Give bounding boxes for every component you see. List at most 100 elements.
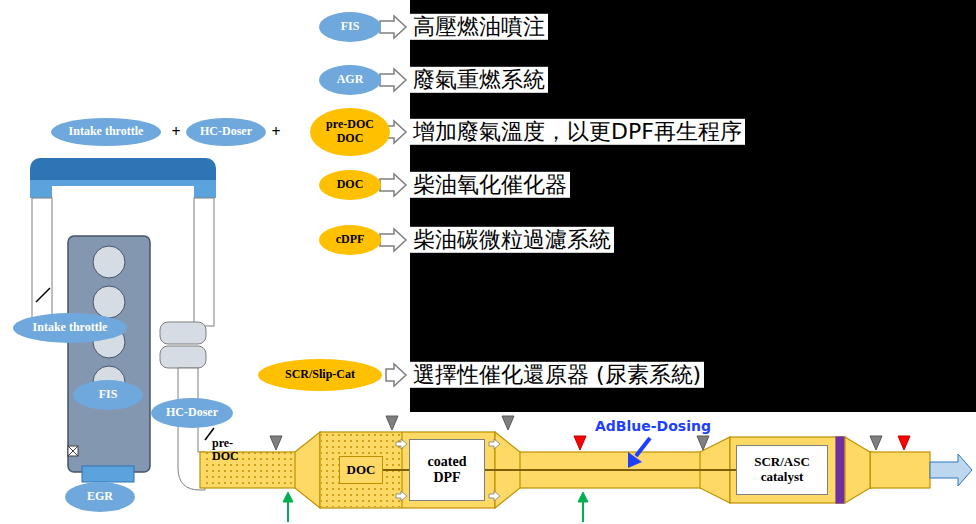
node-label: SCR/Slip-Cat [285, 368, 355, 382]
node-text-group: Intake throttle [69, 125, 144, 139]
engine-drawing [93, 286, 125, 318]
engine-drawing [93, 246, 125, 278]
double-arrow [380, 16, 406, 38]
double-arrow [380, 16, 406, 386]
engine-drawing [36, 288, 50, 302]
part-ellipse: Intake throttle [13, 313, 127, 343]
double-arrow [380, 69, 406, 91]
dosing-arrow [636, 438, 650, 456]
sensor-green [582, 500, 584, 522]
engine-drawing [160, 346, 206, 368]
engine-drawing [68, 236, 150, 472]
catalyst-ellipse: cDPF [319, 225, 381, 255]
node-label: SCR/ASC catalyst [745, 455, 819, 485]
exhaust-pipe [845, 437, 870, 503]
engine-drawing [82, 466, 134, 482]
dosing-label: AdBlue-Dosing [595, 418, 711, 435]
node-text-group: cDPF [336, 233, 365, 247]
catalyst-ellipse: DOC [319, 170, 381, 200]
doc-block: DOC [339, 456, 383, 484]
node-text-group: FIS [99, 388, 118, 402]
description-text: 高壓燃油噴注 [410, 14, 548, 40]
plus-sign: + [171, 122, 180, 141]
flow-arrow [396, 491, 407, 501]
node-text-group: HC-Doser [166, 406, 218, 420]
node-text-group: DOC [347, 463, 376, 478]
engine-drawing [52, 186, 194, 198]
exhaust-pipe [870, 452, 930, 488]
node-label: DOC [347, 463, 376, 478]
sensor-grey [870, 436, 882, 450]
catalyst-ellipse: SCR/Slip-Cat [258, 359, 382, 391]
exhaust-pipe [200, 432, 930, 508]
dosing-arrow [628, 438, 650, 468]
node-label: cDPF [336, 233, 365, 247]
engine-drawing [160, 322, 206, 344]
double-arrow [380, 229, 406, 251]
scr-block: SCR/ASC catalyst [736, 445, 828, 495]
black-panel [410, 0, 976, 412]
sensor-grey [502, 416, 514, 430]
engine-drawing [30, 180, 216, 198]
double-arrow [380, 174, 406, 196]
sensor-grey [270, 436, 282, 450]
sensor-grey [386, 416, 398, 430]
node-label: Intake throttle [33, 321, 108, 335]
node-label: DOC [337, 178, 364, 192]
node-text-group: HC-Doser [200, 125, 252, 139]
exhaust-pipe [320, 432, 495, 508]
node-label: coated DPF [416, 454, 478, 486]
node-label: EGR [87, 490, 113, 504]
pipe-connector [485, 469, 736, 471]
double-arrow [386, 364, 406, 386]
node-label: HC-Doser [200, 125, 252, 139]
part-ellipse: EGR [65, 482, 135, 512]
exhaust-pipe [836, 437, 844, 503]
flow-arrow [396, 439, 500, 501]
node-label: FIS [99, 388, 118, 402]
node-text-group: EGR [87, 490, 113, 504]
node-label: AGR [337, 73, 364, 87]
sensor-red [574, 436, 586, 450]
flow-arrow [489, 439, 500, 449]
flow-arrow [489, 491, 500, 501]
description-text: 廢氣重燃系統 [410, 67, 548, 93]
engine-drawing [68, 446, 78, 456]
system-ellipse: Intake throttle [51, 118, 161, 146]
system-ellipse: FIS [319, 12, 381, 42]
engine-drawing [194, 198, 214, 326]
sensor-red [898, 436, 910, 450]
sensor-grey [697, 436, 709, 450]
pipe-connector [383, 469, 409, 471]
node-text-group: SCR/Slip-Cat [285, 368, 355, 382]
node-text-group: SCR/ASC catalyst [745, 455, 819, 485]
node-text-group: DOC [337, 178, 364, 192]
description-text: 柴油碳微粒過濾系統 [410, 227, 614, 253]
description-text: 柴油氧化催化器 [410, 172, 570, 198]
description-text: 增加廢氣溫度，以更DPF再生程序 [410, 119, 745, 145]
engine-drawing [30, 158, 216, 198]
sensor-green [287, 500, 289, 522]
dpf-block: coated DPF [409, 439, 485, 501]
exhaust-pipe [295, 432, 320, 508]
node-label: HC-Doser [166, 406, 218, 420]
part-ellipse: FIS [73, 380, 143, 410]
system-ellipse: AGR [319, 65, 381, 95]
dosing-arrow [628, 452, 642, 468]
catalyst-ellipse: pre-DOC DOC [310, 108, 390, 156]
exhaust-pipe [730, 437, 845, 503]
outlet-arrow [930, 454, 972, 486]
node-text-group: pre-DOC DOC [324, 118, 376, 146]
plus-sign: + [271, 122, 280, 141]
node-label: Intake throttle [69, 125, 144, 139]
engine-drawing [68, 446, 78, 456]
node-text-group: Intake throttle [33, 321, 108, 335]
node-label: FIS [341, 20, 360, 34]
sensor-green [578, 492, 588, 502]
node-label: pre-DOC DOC [324, 118, 376, 146]
node-text-group: coated DPF [416, 454, 478, 486]
system-ellipse: HC-Doser [186, 118, 266, 146]
sensor-green [283, 492, 293, 502]
part-ellipse: HC-Doser [151, 398, 233, 428]
